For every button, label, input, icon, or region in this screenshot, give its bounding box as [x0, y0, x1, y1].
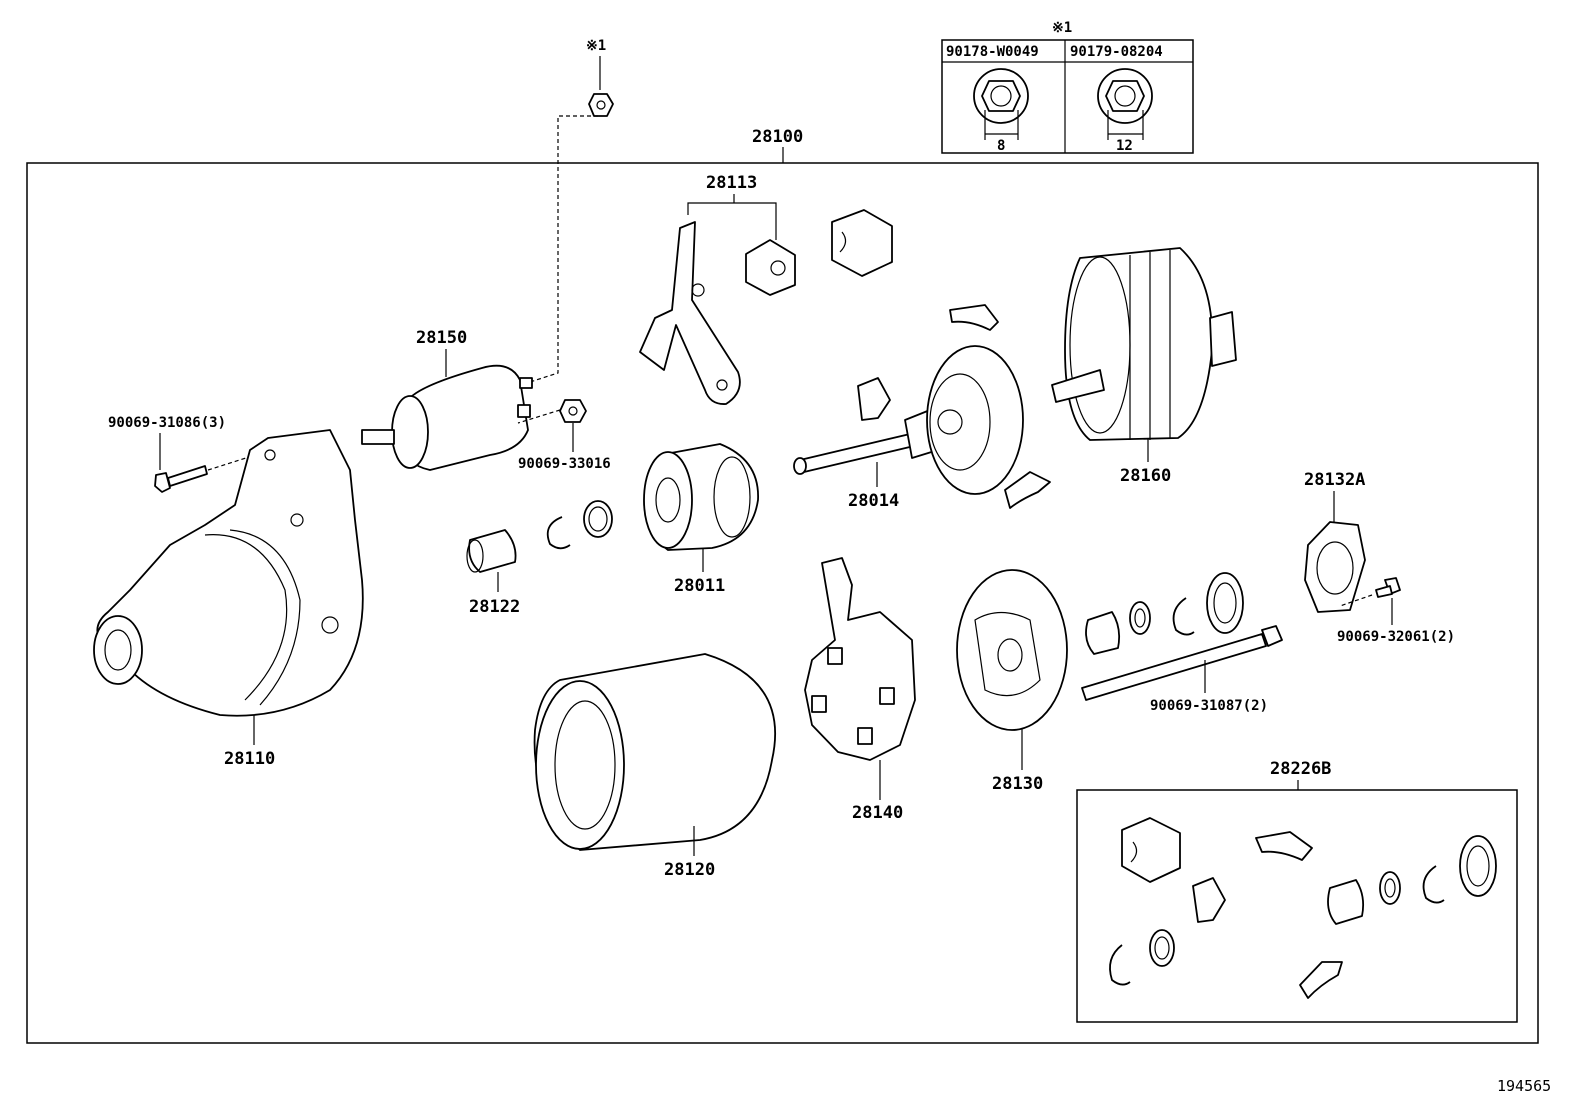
kit-seal-ring-icon — [1459, 835, 1497, 897]
label-28100: 28100 — [752, 127, 803, 147]
label-90069-31086: 90069-31086(3) — [108, 415, 226, 431]
solenoid-icon — [361, 364, 533, 471]
brush-holder-icon — [804, 557, 916, 761]
yoke-icon — [533, 653, 777, 851]
kit-washer-icon — [1379, 871, 1401, 905]
label-28113: 28113 — [706, 173, 757, 193]
flange-nut-icon — [588, 93, 614, 117]
label-28011: 28011 — [674, 576, 725, 596]
snap-ring-icon — [1172, 597, 1195, 636]
seal-ring-icon — [1206, 572, 1244, 634]
note-mark-table: ※1 — [1052, 20, 1072, 36]
label-28132A: 28132A — [1304, 470, 1365, 490]
label-28122: 28122 — [469, 597, 520, 617]
brush-block-icon — [831, 209, 893, 277]
note-size-2: 12 — [1116, 138, 1133, 154]
screw-icon — [1375, 577, 1401, 598]
washer-icon — [583, 500, 613, 538]
drive-housing-icon — [93, 429, 364, 717]
label-90069-31087: 90069-31087(2) — [1150, 698, 1268, 714]
label-28014: 28014 — [848, 491, 899, 511]
nut-icon — [973, 68, 1029, 140]
note-size-1: 8 — [997, 138, 1005, 154]
kit-snap-ring-icon — [1109, 944, 1131, 986]
washer-icon — [1129, 601, 1151, 635]
kit-frame — [1076, 789, 1518, 1023]
kit-gear-segment-icon — [1299, 961, 1343, 999]
note-part-no-2: 90179-08204 — [1070, 44, 1163, 60]
starter-clutch-icon — [643, 443, 759, 551]
gear-segment-icon — [949, 304, 999, 331]
label-90069-33016: 90069-33016 — [518, 456, 611, 472]
label-28150: 28150 — [416, 328, 467, 348]
figure-number: 194565 — [1497, 1077, 1551, 1095]
snap-ring-icon — [546, 516, 571, 550]
note-table: ※1 90178-W0049 90179-08204 8 12 — [941, 20, 1194, 154]
label-28130: 28130 — [992, 774, 1043, 794]
end-cover-icon — [1304, 521, 1366, 613]
commutator-end-frame-icon — [956, 569, 1068, 731]
note-mark-nut: ※1 — [586, 38, 606, 54]
note-part-no-1: 90178-W0049 — [946, 44, 1039, 60]
label-28110: 28110 — [224, 749, 275, 769]
kit-brush-block-icon — [1121, 817, 1181, 883]
label-28160: 28160 — [1120, 466, 1171, 486]
hex-nut-icon — [559, 399, 587, 423]
kit-planetary-gear-icon — [1192, 877, 1226, 923]
armature-icon — [1051, 247, 1237, 441]
label-28226B: 28226B — [1270, 759, 1331, 779]
kit-bushing-icon — [1327, 879, 1365, 925]
label-28120: 28120 — [664, 860, 715, 880]
bushing-icon — [1085, 611, 1121, 655]
through-bolt-icon — [1081, 625, 1283, 701]
gear-housing-icon — [926, 345, 1024, 495]
lever-bracket-icon — [745, 239, 796, 296]
drive-lever-icon — [639, 221, 741, 405]
kit-snap-ring-icon — [1422, 865, 1445, 904]
bolt-icon — [154, 465, 208, 493]
nut-icon — [1097, 68, 1153, 140]
kit-washer-icon — [1149, 929, 1175, 967]
kit-gear-segment-icon — [1255, 831, 1313, 861]
bearing-icon — [466, 529, 517, 573]
label-28140: 28140 — [852, 803, 903, 823]
gear-segment-icon — [1004, 471, 1051, 509]
planetary-gear-icon — [857, 377, 891, 421]
label-90069-32061: 90069-32061(2) — [1337, 629, 1455, 645]
